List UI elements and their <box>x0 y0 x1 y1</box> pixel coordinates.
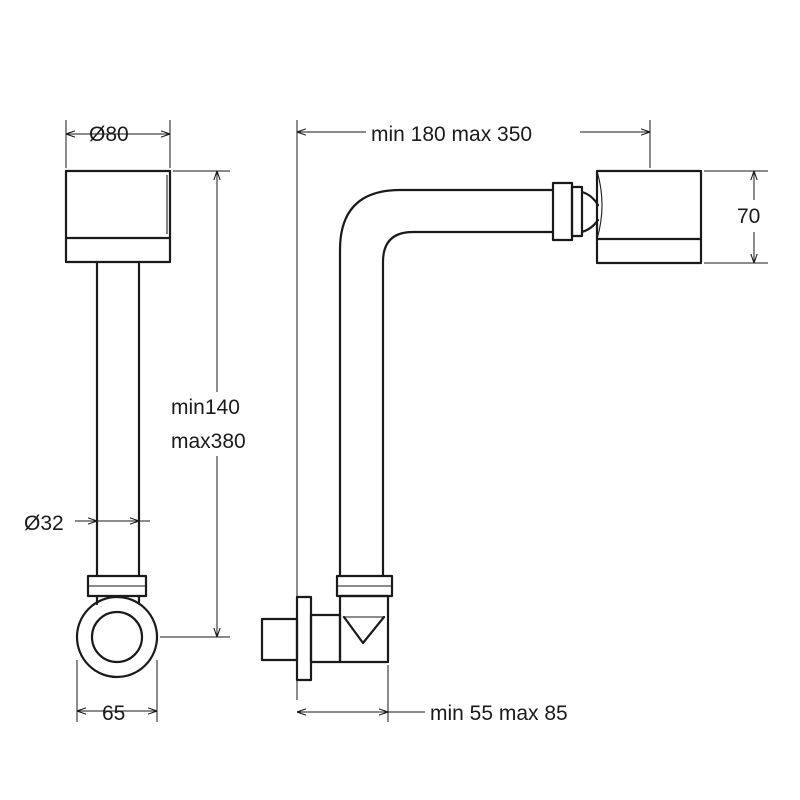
side-flange-hub <box>309 613 342 664</box>
side-wall-stub <box>260 617 299 662</box>
dimension-lines <box>65 120 768 722</box>
front-flange-outer-circle <box>75 595 159 679</box>
label-width-65: 65 <box>102 702 125 725</box>
side-head-curve <box>596 170 603 240</box>
label-depth: min 55 max 85 <box>430 702 568 725</box>
side-valve-body <box>338 594 390 664</box>
label-reach: min 180 max 350 <box>371 123 532 146</box>
label-diameter-80: Ø80 <box>89 123 129 146</box>
side-union-ring-1 <box>551 181 574 242</box>
dimension-labels: Ø80 min140 max380 Ø32 65 min 180 max 350… <box>24 123 760 725</box>
side-union-neck-top <box>580 190 600 207</box>
label-height-70: 70 <box>737 205 760 228</box>
label-height-min: min140 <box>171 396 240 419</box>
side-view <box>260 169 703 682</box>
front-head-block <box>64 169 172 264</box>
side-union-ring-2 <box>570 185 584 238</box>
side-union-neck-bottom <box>580 218 600 234</box>
label-diameter-32: Ø32 <box>24 512 64 535</box>
side-pipe-inner-edge <box>381 230 555 578</box>
side-wall-flange <box>295 595 313 682</box>
front-flange-inner-circle <box>90 610 144 664</box>
front-view <box>64 169 172 679</box>
side-pipe-outer-edge <box>338 188 555 578</box>
side-head-block <box>595 169 703 265</box>
side-valve-chevron <box>342 615 386 645</box>
label-height-max: max380 <box>171 430 246 453</box>
